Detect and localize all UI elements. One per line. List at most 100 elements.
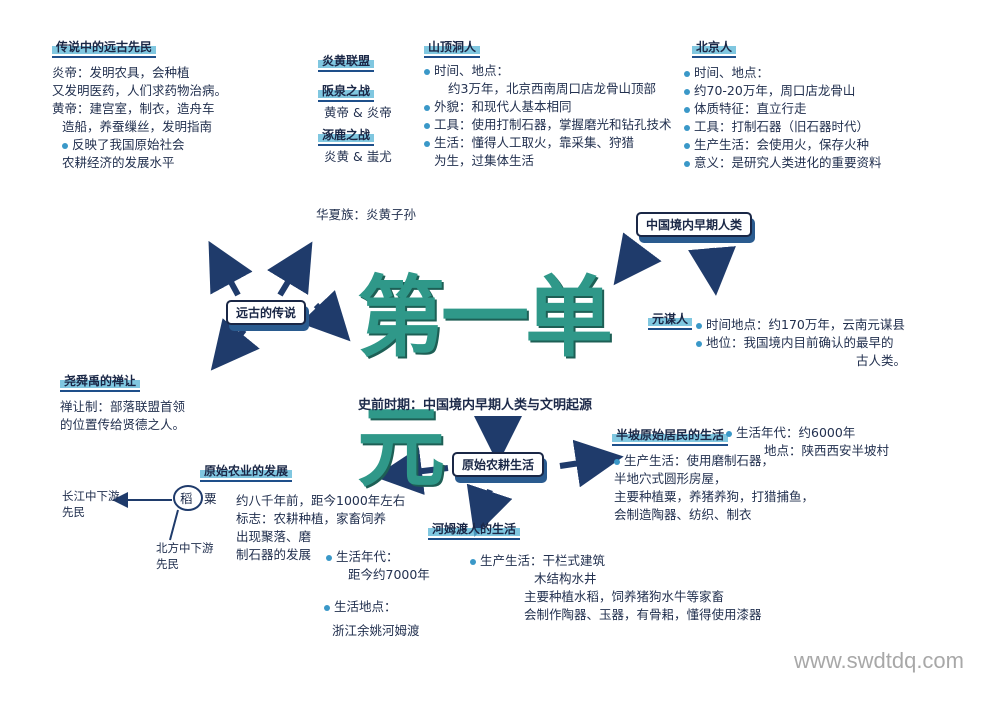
bullet-dot <box>324 604 330 611</box>
tag-banpo-life: 半坡原始居民的生活 <box>612 426 729 446</box>
arrow-to-humans-up <box>613 232 662 286</box>
text-line: 黄帝：建宫室，制衣，造舟车 <box>52 101 215 116</box>
text-line-with-dot: 时间地点：约170万年，云南元谋县 <box>696 316 906 334</box>
tag-agriculture-development: 原始农业的发展 <box>200 462 293 482</box>
crop-rice: 稻 <box>180 491 193 506</box>
text-line: 约3万年，北京西南周口店龙骨山顶部 <box>448 81 656 96</box>
text-line-with-dot: 生产生活：干栏式建筑 <box>470 552 762 570</box>
hub-legends: 远古的传说 <box>226 300 307 325</box>
text-line: 约八千年前，距今1000年左右 <box>236 493 406 508</box>
text-line: 禅让制：部落联盟首领 <box>60 399 186 414</box>
hemudu-era: 生活年代： 距今约7000年 <box>326 548 430 584</box>
arrow-to-legend-left <box>208 240 253 297</box>
text-line-with-dot: 生活地点： <box>324 598 420 616</box>
hub-primitive-farming: 原始农耕生活 <box>452 452 545 477</box>
text-span: 生产生活：会使用火，保存火种 <box>694 137 870 152</box>
huaxia-descendants: 华夏族：炎黄子孙 <box>316 206 416 224</box>
agriculture-text: 约八千年前，距今1000年左右 标志：农耕种植，家畜饲养 出现聚落、磨 制石器的… <box>236 492 405 564</box>
text-span: 生活地点： <box>334 599 397 614</box>
unit-subtitle: 史前时期：中国境内早期人类与文明起源 <box>358 398 593 413</box>
hemudu-people-text: 生产生活：干栏式建筑 木结构水井 主要种植水稻，饲养猪狗水牛等家畜 会制作陶器、… <box>470 552 762 624</box>
bullet-dot <box>684 70 690 77</box>
text-line-with-dot: 意义：是研究人类进化的重要资料 <box>684 154 882 172</box>
text-span: 工具：使用打制石器，掌握磨光和钻孔技术 <box>434 117 672 132</box>
battle-sides: 炎黄 & 蚩尤 <box>324 149 392 164</box>
tag-yanhuang-alliance: 炎黄联盟 <box>318 52 375 72</box>
text-span: 意义：是研究人类进化的重要资料 <box>694 155 882 170</box>
bullet-dot <box>424 140 430 147</box>
banpo-text: 生产生活：使用磨制石器， 半地穴式圆形房屋， 主要种植粟，养猪养狗，打猎捕鱼， … <box>614 452 814 524</box>
banpo-era-place: 生活年代：约6000年 地点：陕西西安半坡村 <box>726 424 889 460</box>
tag-abdication: 尧舜禹的禅让 <box>60 372 141 392</box>
text-line: 的位置传给贤德之人。 <box>60 417 186 432</box>
ancient-ancestors-text: 炎帝：发明农具，会种植 又发明医药，人们求药物治病。 黄帝：建宫室，制衣，造舟车… <box>52 64 227 172</box>
text-line: 标志：农耕种植，家畜饲养 <box>236 511 387 526</box>
text-line: 半地穴式圆形房屋， <box>614 471 727 486</box>
text-line-with-dot: 生产生活：使用磨制石器， <box>614 452 814 470</box>
bullet-dot <box>684 142 690 149</box>
text-span: 体质特征：直立行走 <box>694 101 807 116</box>
unit-title: 第一单元 <box>357 265 613 499</box>
bullet-dot <box>684 160 690 167</box>
bullet-dot <box>424 68 430 75</box>
text-line: 造船，养蚕缫丝，发明指南 <box>62 119 213 134</box>
bullet-dot <box>424 122 430 129</box>
text-line: 北方中下游 <box>156 541 214 555</box>
alliance-text: 阪泉之战 黄帝 & 炎帝 涿鹿之战 炎黄 & 蚩尤 <box>318 80 392 168</box>
text-line: 古人类。 <box>856 353 907 368</box>
text-line: 会制作陶器、玉器，有骨耜，懂得使用漆器 <box>524 607 762 622</box>
rice-circle <box>173 485 203 511</box>
region-north: 北方中下游 先民 <box>156 540 214 572</box>
text-line: 主要种植粟，养猪养狗，打猎捕鱼， <box>614 489 815 504</box>
bullet-dot <box>684 88 690 95</box>
text-span: 反映了我国原始社会 <box>72 137 185 152</box>
text-line-with-dot: 工具：打制石器（旧石器时代） <box>684 118 882 136</box>
text-span: 时间、地点： <box>434 63 510 78</box>
arrow-to-hemudu-people <box>466 483 513 537</box>
text-line-with-dot: 外貌：和现代人基本相同 <box>424 98 672 116</box>
bullet-dot <box>726 430 732 437</box>
tag-upper-cave-man: 山顶洞人 <box>424 38 481 58</box>
arrow-to-legend-up <box>267 241 313 297</box>
region-yangtze: 长江中下游 先民 <box>62 488 120 520</box>
text-line: 炎帝：发明农具，会种植 <box>52 65 190 80</box>
hemudu-place: 生活地点： 浙江余姚河姆渡 <box>324 598 420 640</box>
arrow-to-banpo <box>559 439 624 488</box>
text-span: 时间地点：约170万年，云南元谋县 <box>706 317 905 332</box>
bullet-dot <box>424 104 430 111</box>
text-line: 主要种植水稻，饲养猪狗水牛等家畜 <box>524 589 725 604</box>
tag-battle-banquan: 阪泉之战 <box>318 82 375 102</box>
text-line-with-dot: 地位：我国境内目前确认的最早的 <box>696 334 906 352</box>
text-line: 木结构水井 <box>534 571 597 586</box>
tag-battle-zhuolu: 涿鹿之战 <box>318 126 375 146</box>
bullet-dot <box>62 142 68 149</box>
bullet-dot <box>684 124 690 131</box>
tag-hemudu-life: 河姆渡人的生活 <box>428 520 521 540</box>
bullet-dot <box>614 458 620 465</box>
arrow-to-legend-right <box>300 290 351 342</box>
bullet-dot <box>326 554 332 561</box>
text-span: 生产生活：干栏式建筑 <box>480 553 606 568</box>
arrow-to-humans-down <box>688 246 736 296</box>
text-span: 粟 <box>204 491 217 506</box>
text-line: 先民 <box>156 557 179 571</box>
watermark-text: www.swdtdq.com <box>794 648 964 673</box>
text-line-with-dot: 工具：使用打制石器，掌握磨光和钻孔技术 <box>424 116 672 134</box>
bullet-dot <box>696 322 702 329</box>
text-line-with-dot: 生活年代： <box>326 548 430 566</box>
abdication-text: 禅让制：部落联盟首领 的位置传给贤德之人。 <box>60 398 185 434</box>
text-line-with-dot: 反映了我国原始社会 <box>52 136 227 154</box>
arrow-to-hemudu-branch <box>374 447 449 495</box>
yuanmou-text: 时间地点：约170万年，云南元谋县 地位：我国境内目前确认的最早的 古人类。 <box>696 316 906 370</box>
text-span: 生产生活：使用磨制石器， <box>624 453 775 468</box>
text-line-with-dot: 生产生活：会使用火，保存火种 <box>684 136 882 154</box>
text-line: 地点：陕西西安半坡村 <box>764 443 890 458</box>
text-span: 华夏族：炎黄子孙 <box>316 207 417 222</box>
text-line-with-dot: 体质特征：直立行走 <box>684 100 882 118</box>
text-line: 出现聚落、磨 <box>236 529 312 544</box>
text-span: 工具：打制石器（旧石器时代） <box>694 119 870 134</box>
text-line: 制石器的发展 <box>236 547 312 562</box>
line-millet-to-region <box>169 509 179 541</box>
text-line-with-dot: 生活年代：约6000年 <box>726 424 889 442</box>
